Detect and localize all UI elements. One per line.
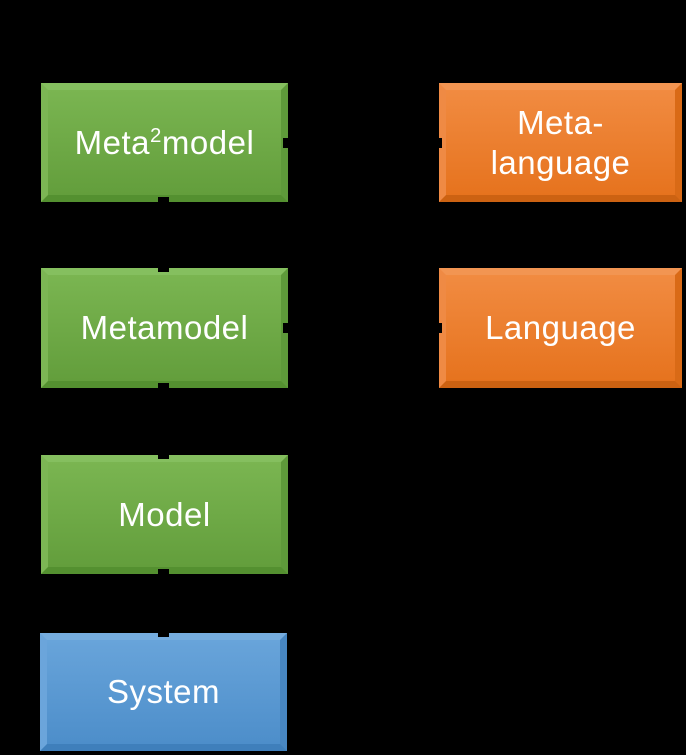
box-meta2model-label: Meta2model [74,123,255,161]
connector-arrowhead-mark [283,138,289,148]
connector-arrowhead-mark [283,323,289,333]
connector-arrowhead-mark [158,267,169,272]
box-meta-language-line2: language [490,143,631,181]
connector-arrowhead-mark [158,197,169,202]
connector-arrowhead-mark [437,323,442,333]
connector-arrowhead-mark [158,569,169,574]
connector-arrowhead-mark [158,383,169,388]
superscript-2: 2 [150,123,162,147]
connector-arrowhead-mark [437,138,442,148]
box-language-label: Language [485,309,636,346]
box-metamodel: Metamodel [41,268,288,388]
box-model: Model [41,455,288,574]
box-model-label: Model [118,495,211,533]
connector-arrowhead-mark [158,454,169,459]
box-meta-language: Meta- language [439,83,682,202]
box-system-label: System [106,673,221,710]
box-meta-language-line1: Meta- [517,103,604,141]
connector-arrowhead-mark [158,632,169,637]
box-language: Language [439,268,682,388]
box-metamodel-label: Metamodel [80,309,249,346]
box-meta2model: Meta2model [41,83,288,202]
box-system: System [40,633,287,751]
